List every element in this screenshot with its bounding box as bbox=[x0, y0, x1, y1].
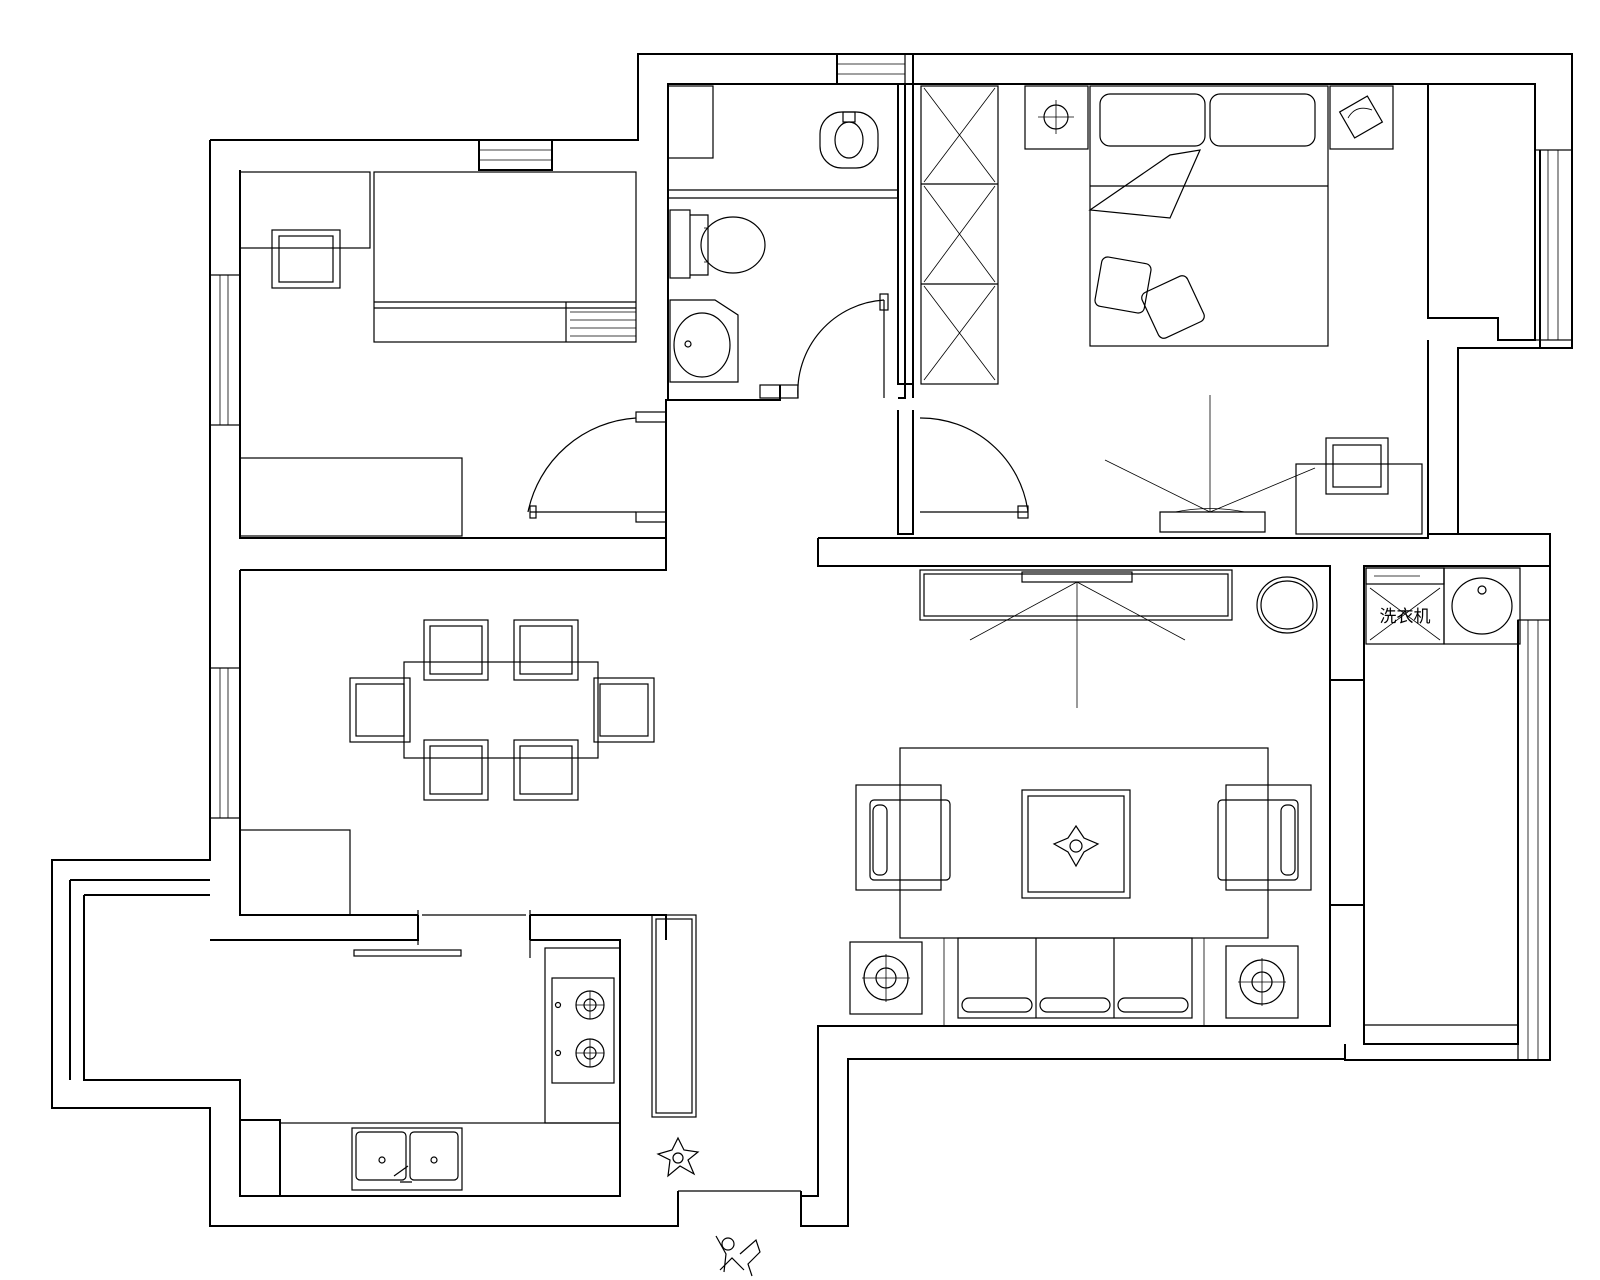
chair bbox=[1325, 437, 1389, 495]
tv-cabinet bbox=[919, 569, 1233, 621]
cabinet bbox=[239, 829, 351, 916]
telephone-icon bbox=[1338, 95, 1384, 139]
pillow bbox=[1209, 93, 1316, 147]
chair bbox=[271, 229, 341, 289]
walls bbox=[51, 53, 1573, 1227]
shoe-cabinet bbox=[651, 914, 697, 1118]
desk bbox=[239, 171, 371, 249]
bedroom-1-furniture bbox=[239, 171, 637, 537]
toilet bbox=[669, 209, 766, 279]
washbasin bbox=[669, 299, 739, 383]
person-icon bbox=[715, 1235, 761, 1277]
doors bbox=[353, 293, 1029, 957]
armchair-right bbox=[1217, 784, 1312, 891]
dining-table bbox=[403, 661, 599, 759]
dining-chair bbox=[423, 619, 489, 681]
cushion bbox=[1094, 256, 1205, 339]
dining-chair bbox=[349, 677, 411, 743]
tv-stand bbox=[1104, 395, 1316, 533]
stove-icon bbox=[551, 977, 615, 1084]
plant-pot bbox=[1256, 576, 1318, 634]
desk bbox=[1295, 463, 1423, 535]
side-table-right bbox=[1225, 945, 1299, 1019]
pillow bbox=[1099, 93, 1206, 147]
armchair-left bbox=[855, 784, 951, 891]
counter bbox=[544, 947, 621, 1124]
nightstand-left bbox=[1024, 85, 1089, 150]
kitchen-fixtures bbox=[279, 914, 700, 1197]
sink-icon bbox=[351, 1127, 463, 1191]
dining-set bbox=[239, 619, 655, 916]
plant-icon bbox=[656, 1136, 700, 1178]
laundry-sink bbox=[1443, 567, 1521, 645]
squat-toilet bbox=[819, 111, 879, 169]
wardrobe bbox=[920, 85, 999, 385]
side-table-left bbox=[849, 941, 923, 1015]
master-bedroom-furniture bbox=[920, 85, 1423, 535]
washing-machine: 洗衣机 bbox=[1365, 567, 1445, 645]
coffee-table bbox=[1021, 789, 1131, 899]
sofa bbox=[943, 937, 1205, 1025]
dining-chair bbox=[423, 739, 489, 801]
nightstand-right bbox=[1329, 85, 1394, 150]
counter bbox=[279, 1122, 621, 1197]
dining-chair bbox=[513, 619, 579, 681]
washing-machine-label: 洗衣机 bbox=[1380, 607, 1431, 627]
rug bbox=[899, 747, 1269, 939]
double-bed bbox=[1089, 85, 1329, 347]
dining-chair bbox=[513, 739, 579, 801]
living-room-furniture bbox=[849, 569, 1318, 1025]
tv-stand bbox=[969, 581, 1186, 708]
bathroom-fixtures bbox=[669, 111, 879, 383]
laundry-fixtures: 洗衣机 bbox=[1365, 567, 1521, 645]
wardrobe bbox=[239, 457, 463, 537]
single-bed bbox=[373, 171, 637, 343]
dining-chair bbox=[593, 677, 655, 743]
